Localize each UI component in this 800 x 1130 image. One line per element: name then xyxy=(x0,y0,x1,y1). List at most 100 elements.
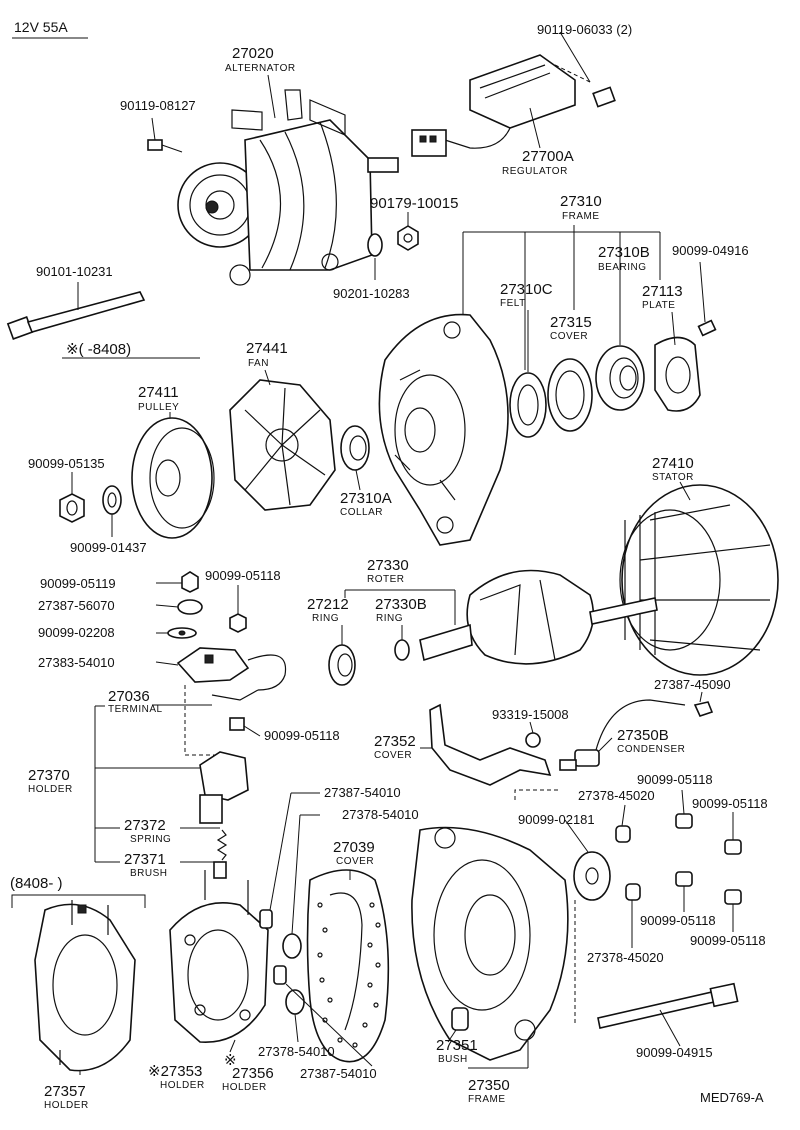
label-27387-54010-a: 27387-54010 xyxy=(324,785,401,800)
plate-27113-drawing xyxy=(654,336,701,412)
label-90099-05118-f: 90099-05118 xyxy=(690,933,766,948)
label-90099-05118-e: 90099-05118 xyxy=(640,913,716,928)
label-ring-27212: RING xyxy=(312,613,339,624)
label-27378-54010-b: 27378-54010 xyxy=(258,1044,335,1059)
label-27310: 27310 xyxy=(560,193,602,210)
leader-lines xyxy=(71,31,734,1075)
insulator-27378-45020-a-drawing xyxy=(615,825,631,843)
label-27356: 27356 xyxy=(232,1065,274,1082)
washer-90099-01437-drawing xyxy=(102,485,122,515)
nut-90099-05118-e-drawing xyxy=(675,871,693,887)
label-93319-15008: 93319-15008 xyxy=(492,707,569,722)
label-27351: 27351 xyxy=(436,1037,478,1054)
rectifier-holder-27353-drawing xyxy=(169,870,269,1043)
nut-90099-05118-d-drawing xyxy=(724,839,742,855)
label-27036: 27036 xyxy=(108,688,150,705)
condenser-27350B-drawing xyxy=(559,699,686,771)
ring-27212-drawing xyxy=(328,644,356,686)
label-27378-54010-a: 27378-54010 xyxy=(342,807,419,822)
label-alternator: ALTERNATOR xyxy=(225,63,296,74)
bolt-90099-04915-drawing xyxy=(597,982,739,1029)
label-27370: 27370 xyxy=(28,767,70,784)
washer-90099-02181-drawing xyxy=(573,851,611,901)
cover-27352-drawing xyxy=(429,703,552,786)
alternator-drawing xyxy=(177,89,399,286)
drive-end-frame-drawing xyxy=(378,313,509,546)
label-27410: 27410 xyxy=(652,455,694,472)
label-90099-04916: 90099-04916 xyxy=(672,243,749,258)
rectifier-end-frame-drawing xyxy=(411,826,569,1061)
label-regulator: REGULATOR xyxy=(502,166,568,177)
label-27357: 27357 xyxy=(44,1083,86,1100)
label-27310A: 27310A xyxy=(340,490,392,507)
label-27378-45020-a: 27378-45020 xyxy=(578,788,655,803)
label-collar: COLLAR xyxy=(340,507,383,518)
ring-27330B-drawing xyxy=(394,639,410,661)
footer-code: MED769-A xyxy=(700,1090,764,1105)
cover-27039-drawing xyxy=(306,869,390,1063)
label-90099-04915: 90099-04915 xyxy=(636,1045,713,1060)
regulator-drawing xyxy=(411,54,616,157)
label-27039: 27039 xyxy=(333,839,375,856)
nut-90099-05135-drawing xyxy=(59,493,85,523)
label-holder-27357: HOLDER xyxy=(44,1100,89,1111)
label-27350: 27350 xyxy=(468,1077,510,1094)
label-holder-27356: HOLDER xyxy=(222,1082,267,1093)
label-pulley: PULLEY xyxy=(138,402,179,413)
label-frame-27310: FRAME xyxy=(562,211,600,222)
label-27411: 27411 xyxy=(138,384,179,401)
label-fan: FAN xyxy=(248,358,269,369)
label-90119-08127: 90119-08127 xyxy=(120,98,196,113)
label-27315: 27315 xyxy=(550,314,592,331)
label-27387-56070: 27387-56070 xyxy=(38,598,115,613)
label-roter: ROTER xyxy=(367,574,405,585)
label-ring-27330B: RING xyxy=(376,613,403,624)
label-27700A: 27700A xyxy=(522,148,574,165)
label-holder-27353: HOLDER xyxy=(160,1080,205,1091)
insulator-27378-54010-b-drawing xyxy=(285,989,305,1015)
bush-27351-drawing xyxy=(451,1007,469,1031)
label-holder-27370: HOLDER xyxy=(28,784,73,795)
label-90119-06033: 90119-06033 (2) xyxy=(537,22,632,37)
bolt-90119-08127-drawing xyxy=(147,139,183,153)
label-27330B: 27330B xyxy=(375,596,427,613)
condenser-leader-dash xyxy=(514,789,560,800)
label-90099-05118-d: 90099-05118 xyxy=(692,796,768,811)
collar-27310A-drawing xyxy=(340,425,370,471)
insulator-27387-54010-b-drawing xyxy=(273,965,287,985)
label-terminal: TERMINAL xyxy=(108,704,163,715)
screw-93319-15008-drawing xyxy=(525,732,541,748)
label-cover-27315: COVER xyxy=(550,331,588,342)
label-condenser: CONDENSER xyxy=(617,744,685,755)
pulley-drawing xyxy=(131,417,215,539)
insulator-27387-54010-a-drawing xyxy=(259,909,273,929)
label-cover-27039: COVER xyxy=(336,856,374,867)
label-brush: BRUSH xyxy=(130,868,168,879)
label-90099-02181: 90099-02181 xyxy=(518,812,595,827)
felt-27310C-drawing xyxy=(509,372,547,438)
nut-90099-05118-c-drawing xyxy=(675,813,693,829)
label-27310C: 27310C xyxy=(500,281,553,298)
label-27387-45090: 27387-45090 xyxy=(654,677,731,692)
label-spring: SPRING xyxy=(130,834,171,845)
label-27113: 27113 xyxy=(642,283,683,300)
label-27352: 27352 xyxy=(374,733,416,750)
holder-27357-bracket xyxy=(11,894,146,908)
label-90101-10231: 90101-10231 xyxy=(36,264,113,279)
label-bearing: BEARING xyxy=(598,262,647,273)
label-27371: 27371 xyxy=(124,851,166,868)
spec-label: 12V 55A xyxy=(14,19,68,35)
cover-27315-drawing xyxy=(547,358,593,432)
insulator-27378-45020-b-drawing xyxy=(625,883,641,901)
label-90179-10015: 90179-10015 xyxy=(370,195,458,212)
label-90099-05118-b: 90099-05118 xyxy=(264,728,340,743)
label-90201-10283: 90201-10283 xyxy=(333,286,410,301)
bearing-27310B-drawing xyxy=(595,345,645,411)
label-90099-05119: 90099-05119 xyxy=(40,576,116,591)
label-90099-05118-c: 90099-05118 xyxy=(637,772,713,787)
label-felt: FELT xyxy=(500,298,526,309)
note-after-8408: (8408- ) xyxy=(10,875,63,892)
holder-27357-drawing xyxy=(34,900,136,1072)
label-27310B: 27310B xyxy=(598,244,650,261)
